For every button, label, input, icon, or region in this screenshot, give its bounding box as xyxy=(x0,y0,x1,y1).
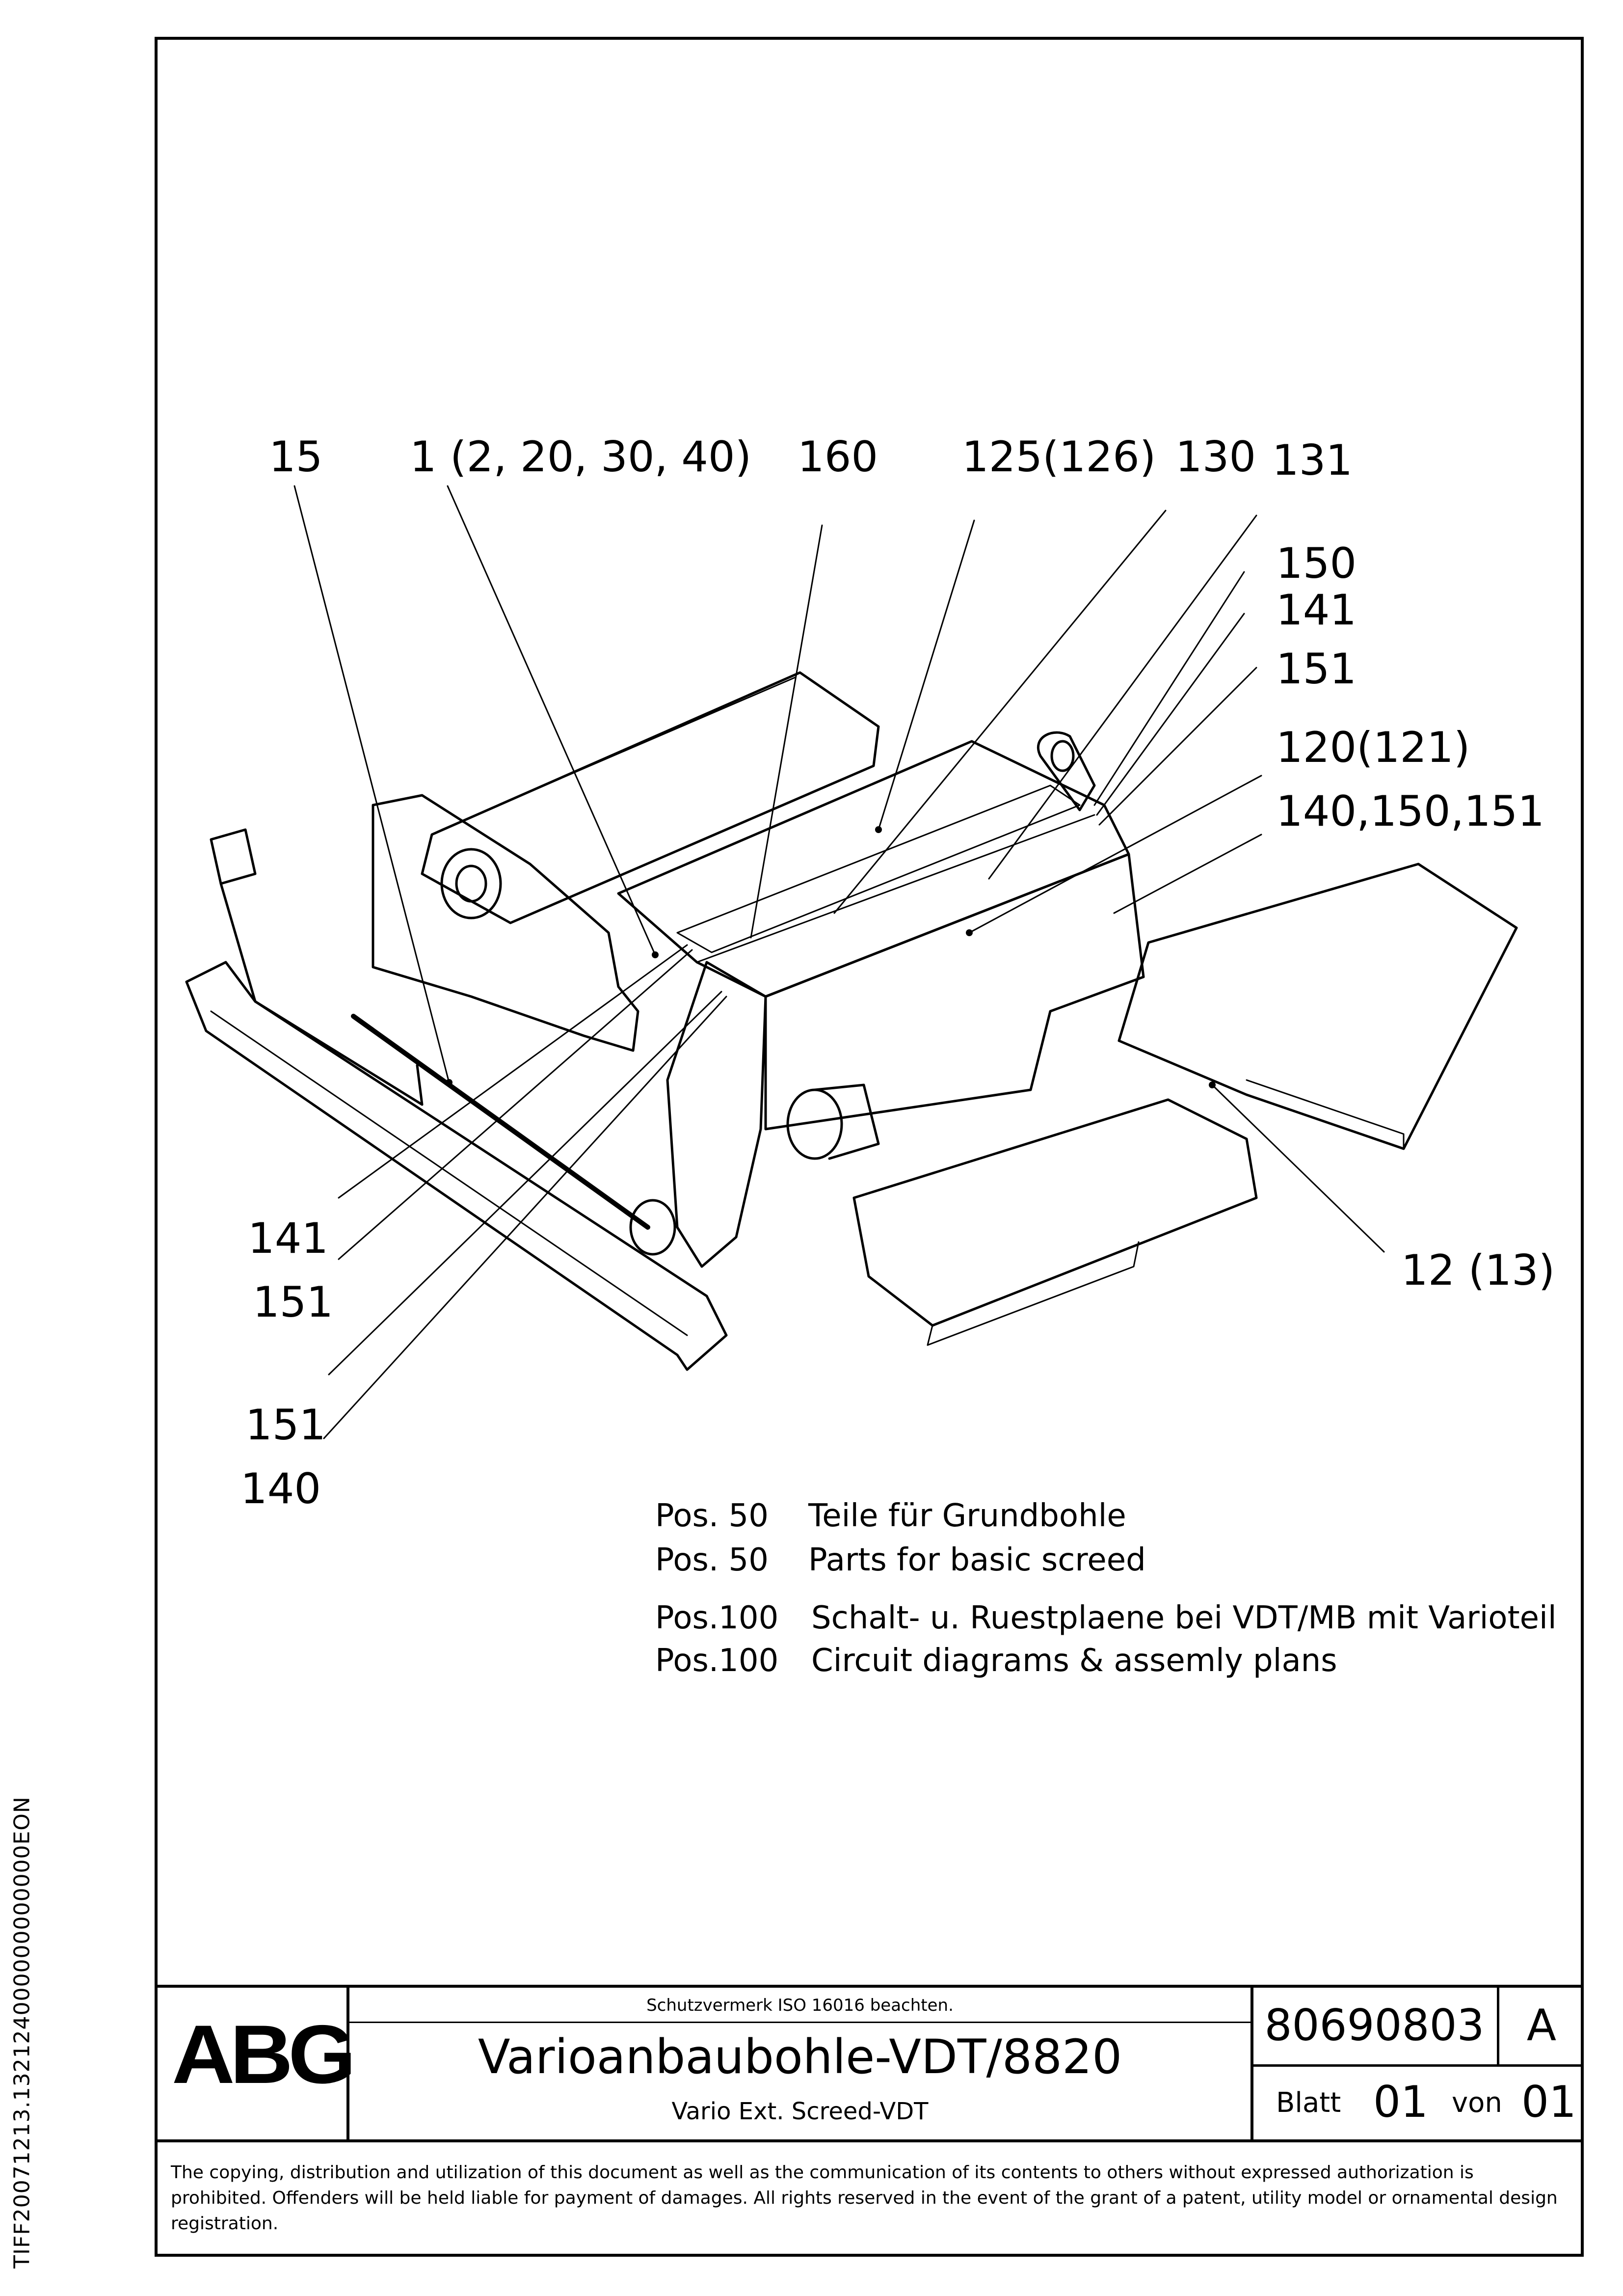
callout-140-150-151: 140,150,151 xyxy=(1276,787,1545,836)
sheet-label: Blatt xyxy=(1276,2087,1341,2119)
main-housing-rail xyxy=(696,814,1095,963)
drawing-title-en: Vario Ext. Screed-VDT xyxy=(671,2098,929,2125)
callout-151-left: 151 xyxy=(253,1278,334,1327)
pos-note-2-number: Pos. 50 xyxy=(655,1542,769,1578)
callout-141-left: 141 xyxy=(248,1214,329,1263)
callout-15: 15 xyxy=(269,432,323,482)
left-hub-inner xyxy=(455,864,487,903)
callout-150: 150 xyxy=(1276,539,1357,588)
extension-plate-edge xyxy=(1246,1079,1405,1150)
callout-131: 131 xyxy=(1272,436,1353,485)
sheet-total: 01 xyxy=(1521,2077,1576,2127)
copyright-notice: The copying, distribution and utilizatio… xyxy=(171,2162,1558,2234)
pos-note-2-text: Parts for basic screed xyxy=(808,1542,1146,1578)
callout-151-lower: 151 xyxy=(245,1401,326,1450)
of-label: von xyxy=(1452,2087,1502,2119)
title-block-bottom-rule xyxy=(155,2139,1584,2142)
lower-screed-plate-edge xyxy=(927,1241,1140,1346)
abg-logo: ABG xyxy=(172,2008,356,2101)
left-frame-rail-inner xyxy=(210,1010,688,1336)
callout-160: 160 xyxy=(798,432,878,482)
title-block-top-rule xyxy=(155,1985,1584,1988)
drawing-number: 80690803 xyxy=(1264,2000,1485,2051)
leader-lines xyxy=(293,485,1385,1439)
callout-151-top: 151 xyxy=(1276,645,1357,694)
lifting-eye xyxy=(1037,731,1096,811)
number-rule xyxy=(1252,2064,1584,2067)
lower-screed-plate xyxy=(852,1098,1258,1327)
callout-1: 1 (2, 20, 30, 40) xyxy=(410,432,752,482)
left-post-arm xyxy=(219,882,424,1106)
rear-housing xyxy=(421,671,880,924)
motor-body xyxy=(813,1083,880,1160)
callout-12: 12 (13) xyxy=(1401,1246,1555,1295)
protection-rule xyxy=(348,2022,1252,2023)
revision-letter: A xyxy=(1526,2000,1557,2051)
callout-140: 140 xyxy=(240,1464,321,1513)
protection-note: Schutzvermerk ISO 16016 beachten. xyxy=(646,1996,954,2015)
left-side-plate xyxy=(372,794,639,1052)
leader-dots xyxy=(446,826,1216,1088)
pos-note-3-number: Pos.100 xyxy=(655,1600,779,1636)
drawing-frame xyxy=(155,37,1584,2257)
callout-125: 125(126) xyxy=(962,432,1156,482)
left-frame-rail xyxy=(185,961,728,1371)
revision-divider xyxy=(1497,1985,1499,2066)
main-housing-slot xyxy=(676,784,1081,953)
left-post xyxy=(210,828,257,885)
left-hub xyxy=(440,848,502,919)
cross-tube-end xyxy=(629,1199,676,1256)
lifting-eye-hole xyxy=(1050,740,1075,772)
pos-note-1-text: Teile für Grundbohle xyxy=(808,1498,1126,1534)
pos-note-4-number: Pos.100 xyxy=(655,1643,779,1679)
rear-housing-detail xyxy=(441,676,796,831)
drawing-title-de: Varioanbaubohle-VDT/8820 xyxy=(478,2029,1122,2084)
title-divider xyxy=(1251,1985,1253,2141)
sheet-number: 01 xyxy=(1373,2077,1428,2127)
cross-tube xyxy=(351,1014,650,1230)
callout-141-top: 141 xyxy=(1276,586,1357,635)
pos-note-4-text: Circuit diagrams & assemly plans xyxy=(811,1643,1337,1679)
pos-note-1-number: Pos. 50 xyxy=(655,1498,769,1534)
logo-divider xyxy=(346,1985,349,2141)
callout-130: 130 xyxy=(1175,432,1256,482)
callout-120: 120(121) xyxy=(1276,723,1470,772)
pos-note-3-text: Schalt- u. Ruestplaene bei VDT/MB mit Va… xyxy=(811,1600,1557,1636)
main-housing-top xyxy=(617,740,1130,998)
main-housing-side xyxy=(764,853,1145,1131)
